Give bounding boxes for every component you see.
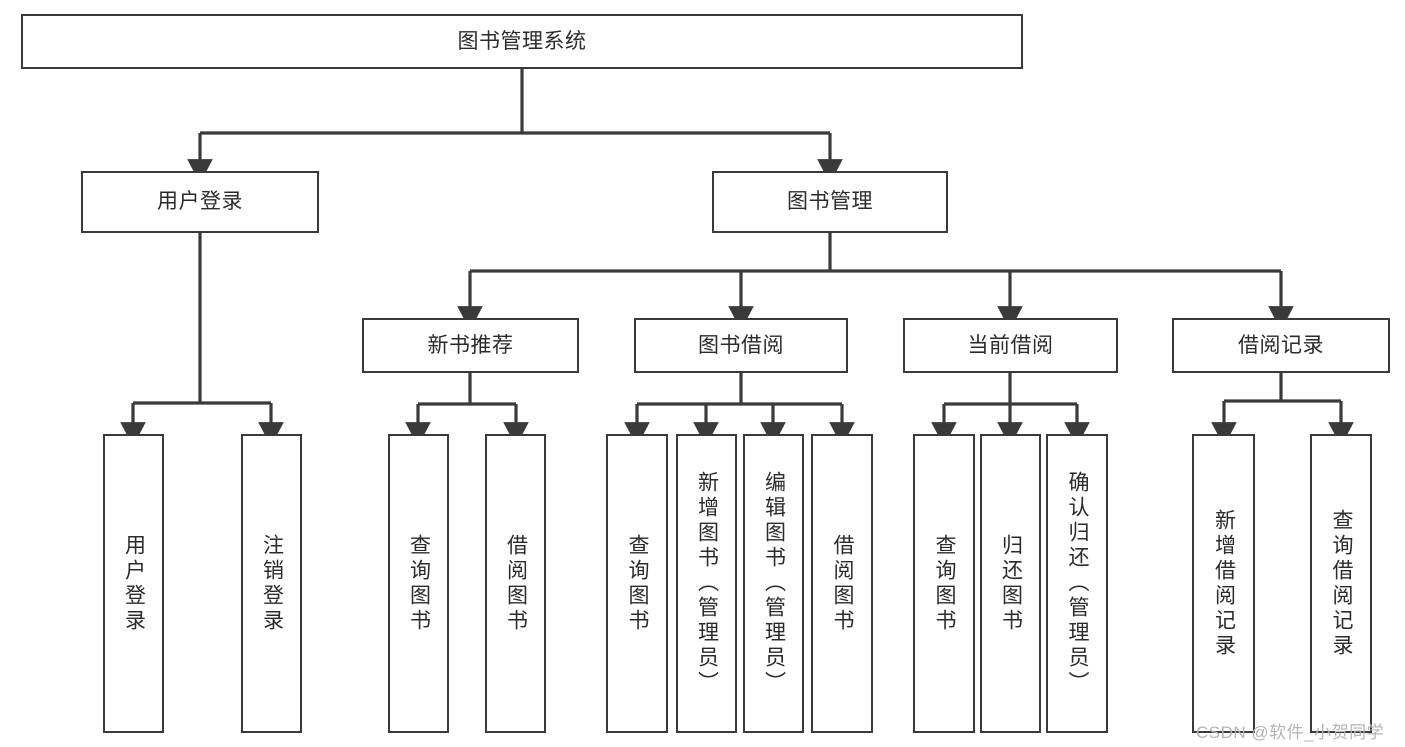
node-leaf-borrow-book-borrow[interactable]: 借阅图书 [811, 434, 873, 733]
node-book-borrow[interactable]: 图书借阅 [634, 318, 848, 373]
node-leaf-add-book[interactable]: 新增图书（管理员） [676, 434, 737, 733]
node-borrow-record[interactable]: 借阅记录 [1172, 318, 1390, 373]
node-label-current-borrow: 当前借阅 [967, 333, 1054, 357]
node-leaf-query-book-borrow[interactable]: 查询图书 [606, 434, 668, 733]
node-label-leaf-confirm-return: 确认归还（管理员） [1066, 471, 1090, 696]
node-leaf-confirm-return[interactable]: 确认归还（管理员） [1046, 434, 1108, 733]
node-new-book-recommend[interactable]: 新书推荐 [362, 318, 579, 373]
node-label-leaf-query-borrow-record: 查询借阅记录 [1330, 508, 1354, 659]
node-label-leaf-borrow-book-newbook: 借阅图书 [504, 533, 528, 634]
node-label-user-login: 用户登录 [157, 190, 243, 214]
node-user-login[interactable]: 用户登录 [81, 171, 319, 233]
node-label-leaf-borrow-book-borrow: 借阅图书 [831, 533, 855, 634]
node-label-leaf-add-borrow-record: 新增借阅记录 [1212, 508, 1236, 659]
node-leaf-add-borrow-record[interactable]: 新增借阅记录 [1192, 434, 1255, 733]
node-book-manage[interactable]: 图书管理 [712, 171, 948, 233]
node-label-leaf-return-book: 归还图书 [999, 533, 1023, 634]
node-label-leaf-edit-book: 编辑图书（管理员） [762, 471, 786, 696]
node-label-root-system: 图书管理系统 [457, 29, 587, 53]
node-label-new-book-recommend: 新书推荐 [427, 333, 514, 357]
node-leaf-borrow-book-newbook[interactable]: 借阅图书 [485, 434, 546, 733]
node-label-borrow-record: 借阅记录 [1238, 333, 1324, 357]
node-leaf-user-login[interactable]: 用户登录 [103, 434, 164, 733]
node-leaf-query-book-current[interactable]: 查询图书 [913, 434, 975, 733]
node-label-leaf-query-book-borrow: 查询图书 [626, 533, 650, 634]
node-label-leaf-add-book: 新增图书（管理员） [695, 471, 719, 696]
node-leaf-query-borrow-record[interactable]: 查询借阅记录 [1310, 434, 1372, 733]
node-label-book-manage: 图书管理 [787, 190, 873, 214]
node-label-leaf-user-login: 用户登录 [122, 533, 146, 634]
node-leaf-edit-book[interactable]: 编辑图书（管理员） [743, 434, 804, 733]
node-root-system[interactable]: 图书管理系统 [21, 14, 1023, 69]
node-leaf-query-book-newbook[interactable]: 查询图书 [388, 434, 449, 733]
node-current-borrow[interactable]: 当前借阅 [903, 318, 1118, 373]
node-leaf-logout[interactable]: 注销登录 [241, 434, 302, 733]
node-label-leaf-query-book-current: 查询图书 [933, 533, 957, 634]
node-label-book-borrow: 图书借阅 [698, 333, 784, 357]
node-label-leaf-logout: 注销登录 [260, 533, 284, 634]
node-label-leaf-query-book-newbook: 查询图书 [407, 533, 431, 634]
node-leaf-return-book[interactable]: 归还图书 [980, 434, 1041, 733]
